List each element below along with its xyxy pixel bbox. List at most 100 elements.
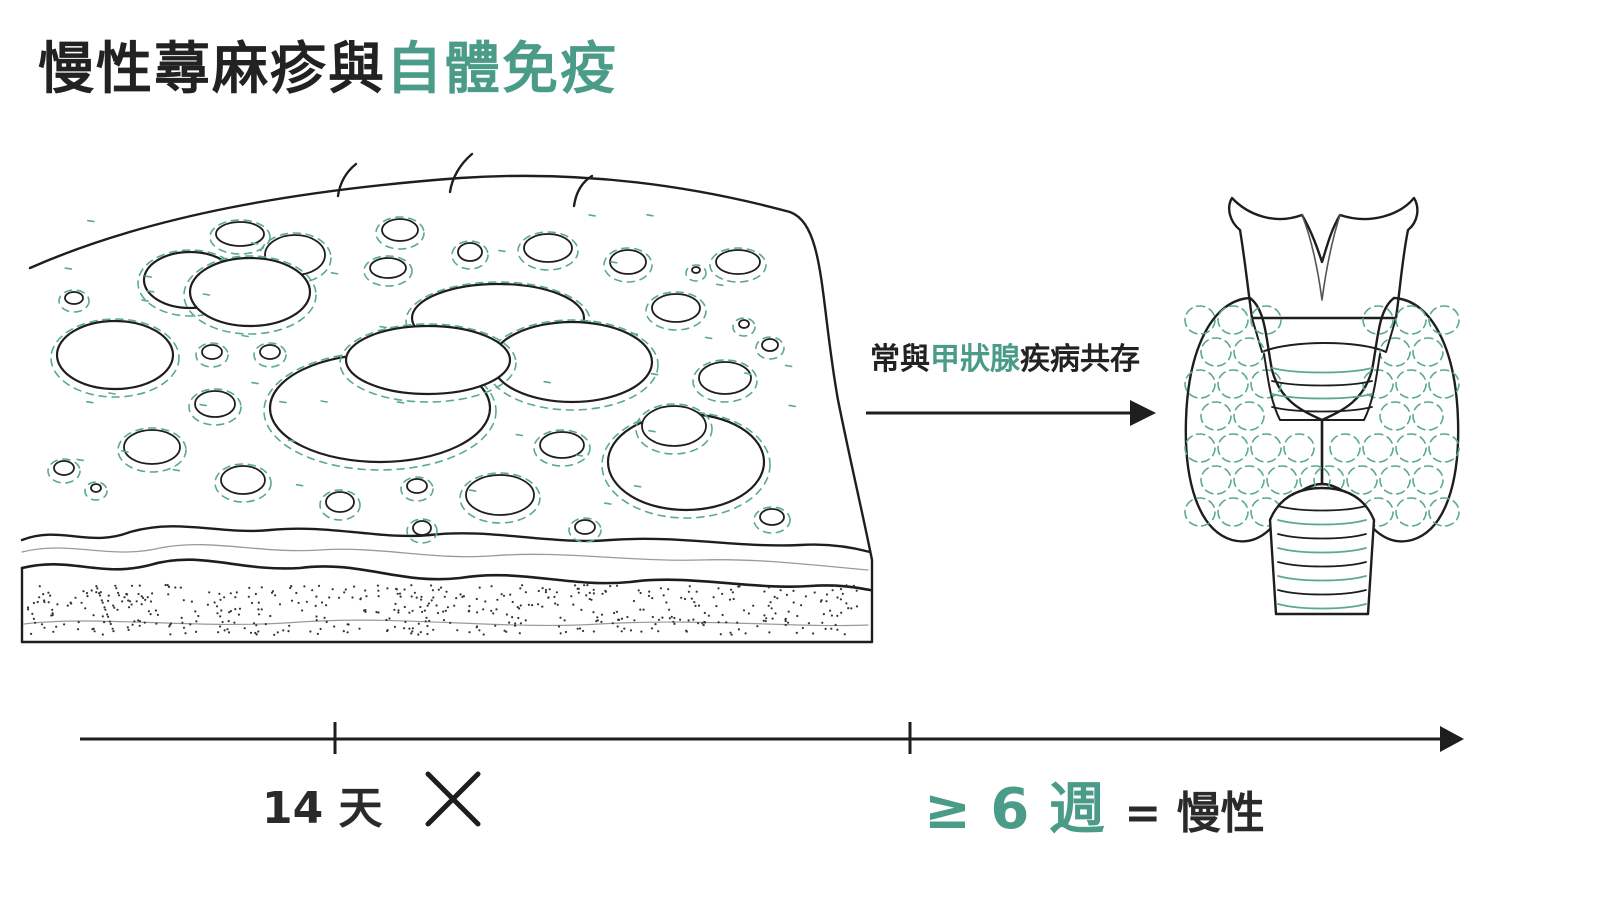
dermis-dot [141,596,145,600]
dermis-dot [785,593,789,597]
dermis-dot [255,624,258,627]
dermis-dot [233,621,236,624]
dermis-dot [364,609,367,612]
dermis-dot [697,622,700,625]
dermis-dot [737,628,741,631]
dermis-dot [592,588,595,591]
dermis-dot [107,599,110,603]
dermis-dot [31,612,34,616]
lobule [1184,433,1216,463]
dermis-dot [316,632,319,636]
dermis-dot [703,620,706,624]
dermis-dot [518,632,521,635]
dermis-dot [358,627,361,630]
dermis-dot [117,591,120,595]
dermis-dot [295,591,298,595]
larynx-ring [1271,367,1373,374]
dermis-dot [576,627,579,630]
dermis-dot [413,591,416,594]
dermis-dot [314,604,317,608]
dermis-dot [394,602,397,606]
dermis-dot [227,631,231,634]
dermis-dot [426,604,429,607]
dermis-dot [455,597,458,600]
dermis-dot [174,586,177,589]
trachea-ring [1277,533,1367,540]
surface-dash [199,403,207,407]
dermis-dot [611,622,614,625]
dermis-dot [184,632,187,635]
dermis-dot [640,630,643,633]
dermis-dot [419,605,422,609]
dermis-dot [773,595,776,599]
dermis-dot [821,621,824,624]
surface-dash [144,275,152,278]
dermis-dot [195,620,198,623]
dermis-dot [439,586,443,589]
dermis-dot [411,630,414,633]
lobule [1299,465,1331,495]
dermis-dot [432,628,435,631]
dermis-dot [521,584,524,587]
dermis-dot [276,631,279,634]
dermis-dot [397,609,400,612]
dermis-dot [639,608,642,611]
dermis-dot [580,608,583,612]
surface-dash [202,293,211,296]
dermis-dot [254,592,257,596]
dermis-dot [829,609,832,612]
dermis-dot [519,622,523,625]
surface-dash [147,290,155,293]
dermis-dot [90,589,93,592]
dermis-dot [519,604,522,607]
dermis-dot [673,622,676,626]
dermis-dot [639,591,642,595]
dermis-dot [92,614,95,617]
dermis-dot [762,619,765,622]
dermis-dot [505,630,508,633]
dermis-dot [449,621,452,625]
dermis-dot [668,608,671,611]
dermis-dot [687,619,690,622]
dermis-dot [496,598,499,601]
dermis-dot [223,596,226,599]
dermis-dot [323,616,326,620]
dermis-dot [351,596,354,599]
lobule [1184,305,1216,335]
dermis-dot [787,621,790,624]
dermis-dot [432,596,435,599]
lobule [1395,369,1427,399]
dermis-dot [80,601,83,604]
dermis-dot [164,583,167,587]
dermis-dot [410,595,413,598]
dermis-dot [228,611,231,614]
dermis-dot [144,598,147,602]
dermis-dot [468,605,471,608]
dermis-dot [445,590,448,593]
lobule [1428,433,1460,463]
lobule [1395,305,1427,335]
dermis-dot [426,632,429,636]
dermis-dot [730,633,733,636]
dermis-dot [679,618,682,621]
dermis-dot [27,608,30,611]
dermis-dot [395,588,398,591]
dermis-dot [396,592,399,595]
dermis-dot [601,592,604,595]
thyroid-illustration [1184,196,1460,616]
dermis-dot [444,609,447,612]
dermis-dot [130,584,134,587]
dermis-dot [732,597,735,601]
dermis-dot [541,605,544,608]
dermis-dot [779,589,782,592]
wheal [84,481,108,501]
dermis-dot [623,627,626,630]
wheal [692,359,758,403]
dermis-dot [615,610,619,613]
dermis-dot [836,628,839,631]
dermis-dot [514,624,517,627]
surface-dash [788,404,797,408]
dermis-dot [311,589,314,592]
relation-accent: 甲狀腺 [930,342,1020,377]
wheal [517,231,579,271]
